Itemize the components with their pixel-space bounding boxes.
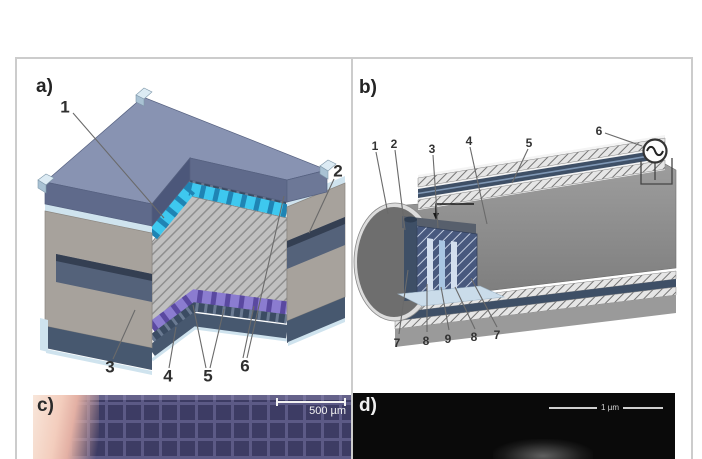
bottom-slab-edge xyxy=(147,312,288,362)
purple-active-layer xyxy=(148,289,288,334)
callout-b-9: 9 xyxy=(444,332,452,346)
micrograph-top-highlight xyxy=(33,395,351,400)
fiber-cutout-section xyxy=(396,203,506,307)
callout-b-7-left: 7 xyxy=(393,336,401,350)
panel-a-tag: a) xyxy=(36,76,53,97)
scale-bar-d-line-left xyxy=(549,406,598,409)
callout-a-6: 6 xyxy=(240,356,250,376)
sem-feature-blob xyxy=(493,439,593,459)
panel-c-tag: c) xyxy=(37,395,54,416)
callout-b-3: 3 xyxy=(428,142,436,156)
left-substrate-block xyxy=(40,204,153,375)
callout-b-7-right: 7 xyxy=(493,328,501,342)
callout-a-4: 4 xyxy=(163,366,173,386)
right-substrate-block xyxy=(286,176,346,346)
callout-a-3: 3 xyxy=(105,357,115,377)
callout-b-6: 6 xyxy=(595,124,603,138)
panel-divider xyxy=(351,57,353,459)
scale-bar-d-label: 1 µm xyxy=(601,403,619,412)
callout-b-4: 4 xyxy=(465,134,473,148)
micrograph-pink-edge xyxy=(33,395,99,459)
scale-bar-c: 500 µm xyxy=(276,398,346,417)
callout-b-1: 1 xyxy=(371,139,379,153)
callout-b-2: 2 xyxy=(390,137,398,151)
panel-d-micrograph: 1 µm xyxy=(353,393,675,459)
callout-a-5: 5 xyxy=(203,366,213,386)
scale-bar-c-line xyxy=(276,398,346,406)
callout-b-5: 5 xyxy=(525,136,533,150)
panel-d-tag: d) xyxy=(359,395,377,416)
callout-a-1: 1 xyxy=(60,97,70,117)
fiber-bottom-coating xyxy=(394,270,677,347)
ac-source-icon xyxy=(640,138,673,185)
callout-b-8-right: 8 xyxy=(470,330,478,344)
scale-bar-d-line-right xyxy=(623,406,663,409)
top-slab xyxy=(44,96,329,227)
cyan-active-layer xyxy=(146,181,289,240)
callout-a-2: 2 xyxy=(333,161,343,181)
callout-b-8-left: 8 xyxy=(422,334,430,348)
scale-bar-d: 1 µm xyxy=(549,403,663,412)
panel-b-tag: b) xyxy=(359,77,377,98)
corner-tabs xyxy=(37,87,337,194)
leader-lines xyxy=(72,112,643,369)
panel-c-micrograph: 500 µm xyxy=(33,395,351,459)
scale-bar-c-label: 500 µm xyxy=(309,405,346,417)
